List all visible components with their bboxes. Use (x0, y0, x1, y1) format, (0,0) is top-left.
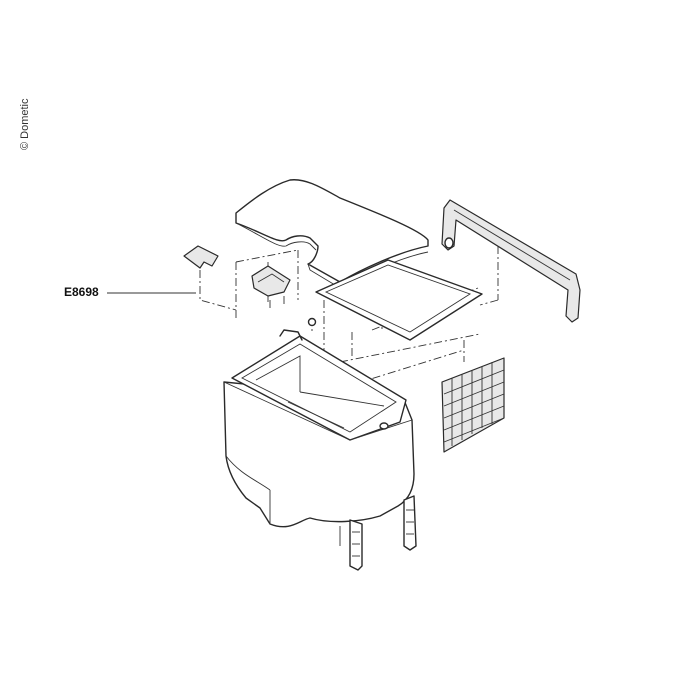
cooler-body-part (223, 329, 415, 528)
part-number-label: E8698 (64, 285, 99, 299)
lid-gasket-part (315, 259, 483, 341)
mounting-legs-part (339, 495, 417, 571)
vent-grille-part (441, 357, 505, 453)
latch-part (183, 245, 317, 327)
gasket-strip-part (441, 199, 581, 323)
